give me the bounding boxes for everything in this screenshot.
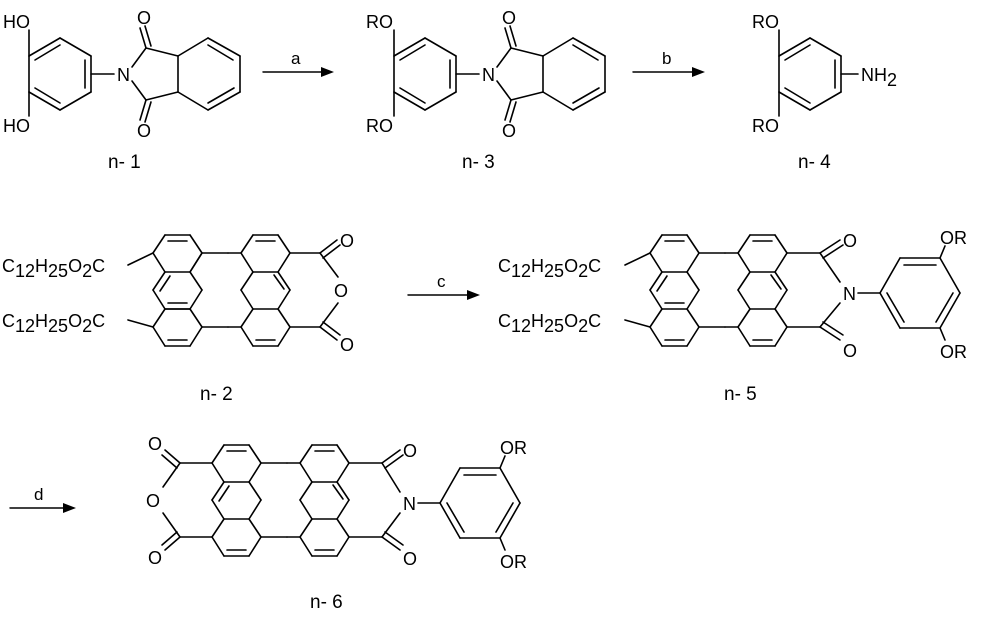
oxygen-atom-bottom: O [340,335,354,355]
oxygen-atom-ring: O [334,281,348,301]
step-label-d: d [34,485,43,504]
compound-n2: C12H25O2C C12H25O2C O O O n- 2 [2,231,354,405]
compound-label-n6: n- 6 [310,592,343,613]
ester-subscript-12: 12 [15,261,35,281]
reaction-arrow-d: d [9,485,76,513]
compound-n4: RO RO NH2 n- 4 [752,12,897,173]
ester-subscript-2: 2 [578,261,588,281]
amine-group: NH2 [861,65,897,90]
oxygen-atom-bottom-right: O [403,549,417,569]
compound-label-n5: n- 5 [724,384,757,405]
ester-carbonyl-carbon: C [588,256,601,276]
oxygen-atom-top: O [502,8,516,28]
ester-oxygen: O [68,256,82,276]
compound-label-n2: n- 2 [200,384,233,405]
reaction-arrow-a: a [262,49,334,77]
nitrogen-atom: N [403,494,416,514]
oxygen-atom-bottom: O [843,341,857,361]
oxygen-atom-top-left: O [148,434,162,454]
substituent-bottom: OR [940,342,967,362]
ester-subscript-2: 2 [578,316,588,336]
substituent-bottom: RO [366,116,393,136]
ester-hydrogen: H [531,311,544,331]
compound-n5: C12H25O2C C12H25O2C O N O OR OR n- 5 [498,228,967,405]
oxygen-atom-bottom: O [137,121,151,141]
oxygen-atom-top: O [843,231,857,251]
ester-subscript-12: 12 [15,316,35,336]
compound-n3: RO RO N O O n- 3 [366,8,606,173]
ester-hydrogen: H [531,256,544,276]
compound-label-n1: n- 1 [108,152,141,173]
ester-oxygen: O [564,256,578,276]
ester-carbonyl-carbon: C [588,311,601,331]
ester-oxygen: O [564,311,578,331]
ester-hydrogen: H [35,256,48,276]
oxygen-atom-top: O [137,8,151,28]
ester-subscript-12: 12 [511,261,531,281]
oxygen-atom-bottom-left: O [148,548,162,568]
ester-carbon: C [2,256,15,276]
ester-subscript-25: 25 [48,261,68,281]
ester-subscript-25: 25 [544,261,564,281]
ester-group-top: C12H25O2C [2,256,105,281]
ester-subscript-12: 12 [511,316,531,336]
ester-carbon: C [2,311,15,331]
ester-group-bottom: C12H25O2C [2,311,105,336]
oxygen-atom-top: O [340,231,354,251]
step-label-a: a [291,49,301,68]
oxygen-atom-bottom: O [502,121,516,141]
compound-label-n3: n- 3 [462,152,495,173]
compound-n1: HO HO N O O n- 1 [3,8,241,173]
substituent-top: HO [3,12,30,32]
nitrogen-atom: N [843,284,856,304]
ester-oxygen: O [68,311,82,331]
step-label-c: c [437,272,446,291]
ester-carbon: C [498,256,511,276]
compound-label-n4: n- 4 [798,152,831,173]
compound-n6: O O O O N O OR OR n- 6 [146,434,527,613]
amine-text: NH [861,65,887,85]
oxygen-atom-top-right: O [403,441,417,461]
ester-hydrogen: H [35,311,48,331]
oxygen-atom-ring: O [146,491,160,511]
ester-group-top: C12H25O2C [498,256,601,281]
nitrogen-atom: N [117,65,130,85]
step-label-b: b [662,49,671,68]
ester-carbonyl-carbon: C [92,256,105,276]
ester-carbon: C [498,311,511,331]
substituent-top: OR [940,228,967,248]
substituent-bottom: HO [3,116,30,136]
substituent-bottom: RO [752,116,779,136]
ester-subscript-2: 2 [82,261,92,281]
ester-subscript-25: 25 [48,316,68,336]
ester-carbonyl-carbon: C [92,311,105,331]
nitrogen-atom: N [482,65,495,85]
substituent-top: OR [500,438,527,458]
substituent-top: RO [366,12,393,32]
substituent-bottom: OR [500,552,527,572]
reaction-arrow-b: b [632,49,705,77]
substituent-top: RO [752,12,779,32]
ester-group-bottom: C12H25O2C [498,311,601,336]
reaction-arrow-c: c [407,272,480,300]
ester-subscript-25: 25 [544,316,564,336]
amine-subscript: 2 [887,70,897,90]
ester-subscript-2: 2 [82,316,92,336]
